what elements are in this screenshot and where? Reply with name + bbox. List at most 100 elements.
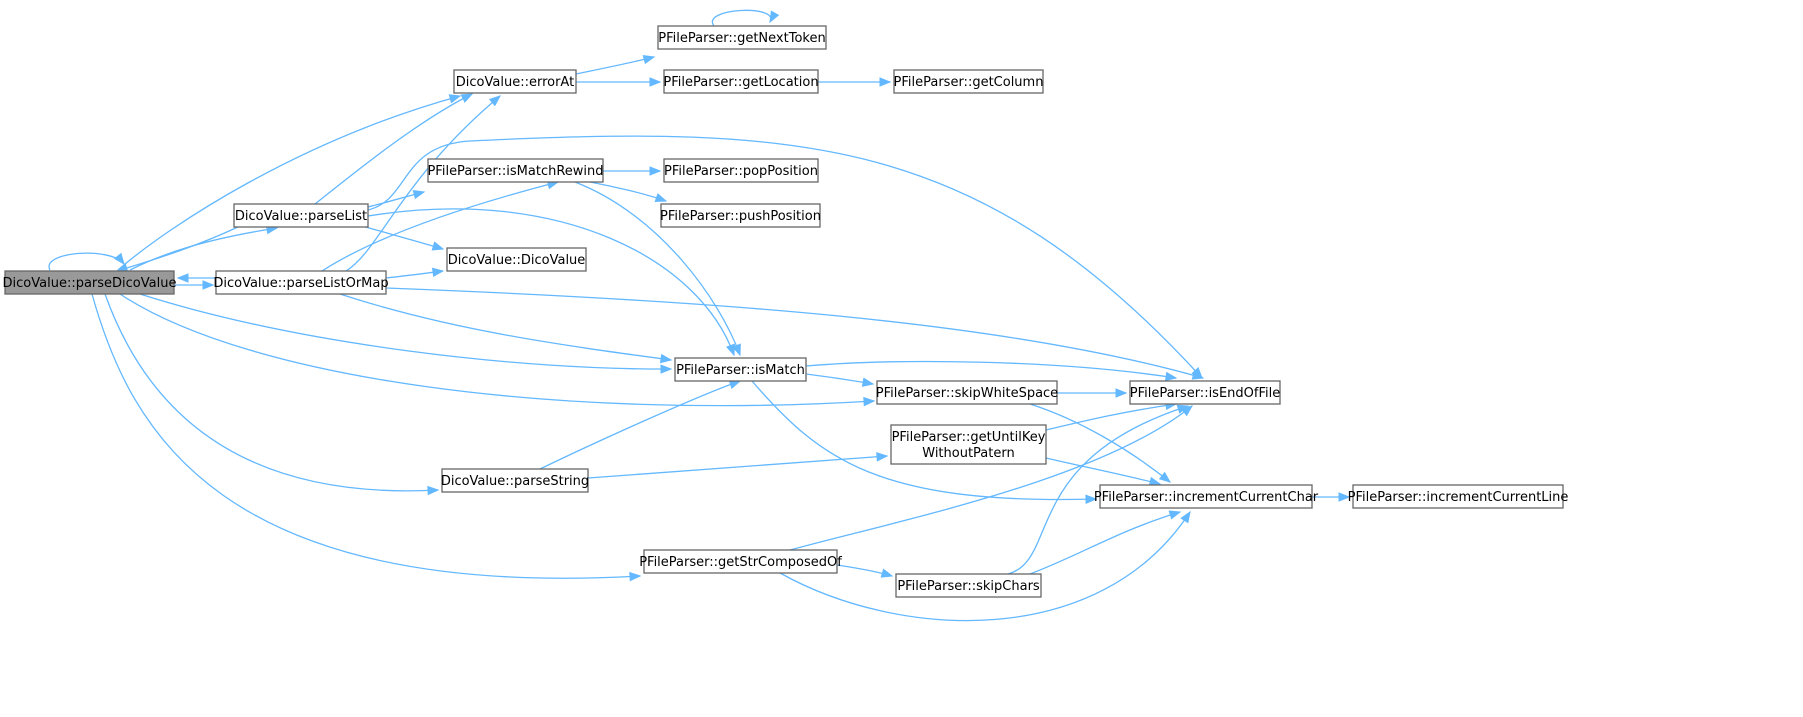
edge-line	[587, 455, 888, 479]
edge-getNextToken-to-getNextToken	[711, 9, 780, 27]
node-box[interactable]	[890, 424, 1047, 465]
node-parseListOrMap[interactable]: DicoValue::parseListOrMap	[213, 270, 389, 295]
node-box[interactable]	[893, 69, 1044, 94]
edge-line	[345, 95, 501, 272]
edge-line	[139, 293, 672, 370]
node-skipWhiteSpace[interactable]: PFileParser::skipWhiteSpace	[876, 380, 1058, 405]
edge-parseList-to-isMatch	[367, 208, 735, 357]
edge-line	[805, 360, 1177, 379]
node-box[interactable]	[876, 380, 1058, 405]
node-getColumn[interactable]: PFileParser::getColumn	[893, 69, 1044, 94]
node-box[interactable]	[427, 158, 604, 183]
edge-line	[574, 181, 741, 356]
arrowhead	[880, 568, 894, 578]
arrowhead	[460, 93, 474, 103]
node-popPosition[interactable]: PFileParser::popPosition	[663, 158, 819, 183]
node-label: PFileParser::getColumn	[894, 75, 1044, 90]
arrowhead	[113, 252, 125, 266]
node-isEndOfFile[interactable]: PFileParser::isEndOfFile	[1129, 380, 1281, 405]
edge-line	[575, 56, 655, 75]
node-getStrComposedOf[interactable]: PFileParser::getStrComposedOf	[639, 549, 842, 574]
arrowhead	[1176, 404, 1190, 414]
node-box[interactable]	[674, 357, 807, 382]
edge-line	[711, 9, 772, 27]
edge-line	[539, 380, 741, 470]
node-box[interactable]	[215, 270, 387, 295]
arrowhead	[1158, 471, 1172, 483]
node-getLocation[interactable]: PFileParser::getLocation	[663, 69, 819, 94]
node-parseString[interactable]: DicoValue::parseString	[441, 468, 589, 493]
node-label: DicoValue::DicoValue	[448, 253, 586, 268]
node-box[interactable]	[657, 25, 827, 50]
arrowhead	[1168, 510, 1182, 520]
edge-isMatch-to-incrementCurrentChar	[751, 380, 1098, 505]
edge-line	[339, 293, 672, 361]
node-incrementCurrentLine[interactable]: PFileParser::incrementCurrentLine	[1348, 484, 1569, 509]
arrowhead	[448, 94, 462, 104]
node-box[interactable]	[643, 549, 838, 574]
arrowhead	[649, 77, 662, 87]
node-errorAt[interactable]: DicoValue::errorAt	[453, 69, 577, 94]
node-box[interactable]	[4, 270, 175, 295]
node-label: PFileParser::skipWhiteSpace	[876, 386, 1058, 401]
node-skipChars[interactable]: PFileParser::skipChars	[895, 573, 1042, 598]
edge-line	[48, 252, 125, 271]
arrowhead	[728, 379, 742, 389]
node-label: PFileParser::getStrComposedOf	[639, 555, 842, 570]
edge-parseListOrMap-to-errorAt	[345, 95, 502, 272]
node-getNextToken[interactable]: PFileParser::getNextToken	[657, 25, 827, 50]
node-box[interactable]	[1352, 484, 1564, 509]
edge-skipWhiteSpace-to-incrementCurrentChar	[1029, 403, 1172, 483]
node-label: PFileParser::pushPosition	[660, 209, 821, 224]
node-box[interactable]	[1099, 484, 1313, 509]
node-box[interactable]	[453, 69, 577, 94]
node-box[interactable]	[1129, 380, 1281, 405]
edge-parseListOrMap-to-DicoValue	[385, 267, 445, 279]
arrowhead	[876, 452, 889, 462]
node-box[interactable]	[663, 158, 819, 183]
edge-line	[119, 293, 875, 407]
node-parseDicoValue[interactable]: DicoValue::parseDicoValue	[3, 270, 177, 295]
node-label: PFileParser::incrementCurrentChar	[1094, 490, 1319, 505]
edge-isMatch-to-isEndOfFile	[805, 360, 1178, 382]
node-DicoValue[interactable]: DicoValue::DicoValue	[446, 247, 587, 272]
node-box[interactable]	[663, 69, 819, 94]
edge-line	[589, 181, 667, 202]
edge-line	[385, 287, 1204, 379]
node-box[interactable]	[233, 203, 369, 228]
edge-parseListOrMap-to-isMatch	[339, 293, 673, 364]
edge-parseList-to-parseDicoValue	[115, 225, 241, 273]
arrowhead	[1148, 476, 1162, 487]
edge-parseString-to-getUntilKey	[587, 452, 889, 479]
node-isMatchRewind[interactable]: PFileParser::isMatchRewind	[427, 158, 604, 183]
edge-skipChars-to-isEndOfFile	[1007, 404, 1190, 575]
edge-line	[104, 293, 439, 492]
arrowhead	[1115, 388, 1128, 398]
arrowhead	[202, 280, 215, 290]
node-incrementCurrentChar[interactable]: PFileParser::incrementCurrentChar	[1094, 484, 1319, 509]
edge-parseDicoValue-to-skipWhiteSpace	[119, 293, 876, 407]
edge-parseDicoValue-to-parseListOrMap	[174, 280, 215, 290]
node-parseList[interactable]: DicoValue::parseList	[233, 203, 369, 228]
node-label: WithoutPatern	[922, 446, 1014, 461]
nodes-layer: DicoValue::parseDicoValueDicoValue::pars…	[3, 25, 1569, 598]
arrowhead	[1191, 370, 1205, 380]
arrowhead	[731, 343, 741, 357]
arrowhead	[431, 241, 445, 251]
arrowhead	[412, 189, 426, 200]
arrowhead	[863, 396, 876, 407]
node-box[interactable]	[660, 203, 821, 228]
edge-parseDicoValue-to-errorAt	[117, 94, 462, 271]
node-box[interactable]	[441, 468, 589, 493]
arrowhead	[642, 54, 656, 65]
node-label: DicoValue::parseDicoValue	[3, 276, 177, 291]
node-isMatch[interactable]: PFileParser::isMatch	[674, 357, 807, 382]
node-pushPosition[interactable]: PFileParser::pushPosition	[660, 203, 821, 228]
arrowhead	[488, 95, 502, 107]
node-box[interactable]	[895, 573, 1042, 598]
node-box[interactable]	[446, 247, 587, 272]
node-label: DicoValue::parseListOrMap	[213, 276, 388, 291]
edge-incrementCurrentChar-to-incrementCurrentLine	[1312, 492, 1351, 502]
